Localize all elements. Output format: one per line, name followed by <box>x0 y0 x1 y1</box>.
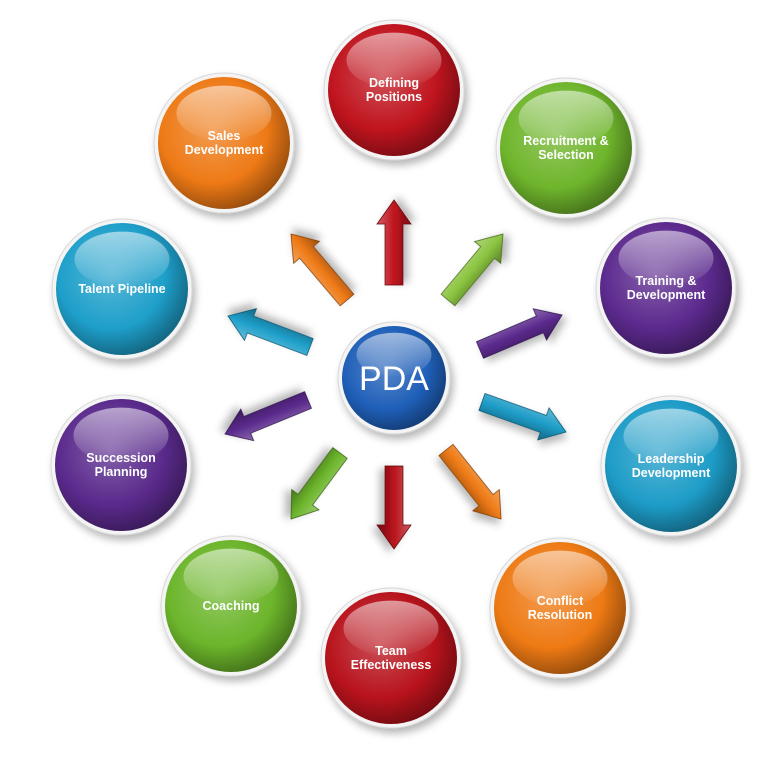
hub-sphere: PDA <box>337 321 451 435</box>
node-label: Coaching <box>203 599 260 613</box>
node-label-line: Team <box>375 644 407 658</box>
node-label-line: Selection <box>538 148 594 162</box>
node-label-line: Sales <box>208 129 241 143</box>
node-training-development-highlight <box>618 230 714 287</box>
node-label-line: Development <box>632 466 711 480</box>
node-label-line: Leadership <box>638 452 705 466</box>
hub-label: PDA <box>359 360 429 398</box>
node-label: Recruitment &Selection <box>523 134 608 162</box>
node-coaching: Coaching <box>160 535 302 677</box>
arrow-left <box>227 308 314 356</box>
node-talent-pipeline-highlight <box>74 231 170 288</box>
hub: PDA <box>337 321 451 435</box>
node-coaching-highlight <box>183 548 279 605</box>
arrow-down-left <box>290 447 348 520</box>
node-team-effectiveness-highlight <box>343 600 439 657</box>
node-label-line: Resolution <box>528 608 593 622</box>
arrow-up-left <box>290 233 355 307</box>
node-label: Training &Development <box>627 274 706 302</box>
arrow-right-up <box>475 308 563 359</box>
arrow-right-down <box>478 393 567 441</box>
arrow-up-right <box>440 233 504 307</box>
node-recruitment-selection-highlight <box>518 90 614 147</box>
node-label-line: Recruitment & <box>523 134 608 148</box>
node-label-line: Talent Pipeline <box>78 282 165 296</box>
node-succession-planning-highlight <box>73 407 169 464</box>
node-conflict-resolution-highlight <box>512 550 608 607</box>
node-label-line: Planning <box>95 465 148 479</box>
node-label-line: Development <box>627 288 706 302</box>
node-label-line: Positions <box>366 90 422 104</box>
node-talent-pipeline: Talent Pipeline <box>51 218 193 360</box>
node-label-line: Defining <box>369 76 419 90</box>
arrow-left-down <box>224 391 312 442</box>
node-recruitment-selection: Recruitment &Selection <box>495 77 637 219</box>
arrow-down <box>376 465 412 550</box>
node-label-line: Training & <box>635 274 696 288</box>
arrow-down-right <box>438 443 502 520</box>
node-training-development: Training &Development <box>595 217 737 359</box>
node-label-line: Coaching <box>203 599 260 613</box>
node-label-line: Conflict <box>537 594 584 608</box>
node-label-line: Development <box>185 143 264 157</box>
arrow-up <box>376 199 412 286</box>
hub-sphere-highlight <box>356 332 432 377</box>
node-label-line: Succession <box>86 451 155 465</box>
node-defining-positions-highlight <box>346 32 442 89</box>
node-sales-development-highlight <box>176 85 272 142</box>
node-label-line: Effectiveness <box>351 658 432 672</box>
node-label: Talent Pipeline <box>78 282 165 296</box>
arrows-group <box>224 199 567 550</box>
node-leadership-development-highlight <box>623 408 719 465</box>
